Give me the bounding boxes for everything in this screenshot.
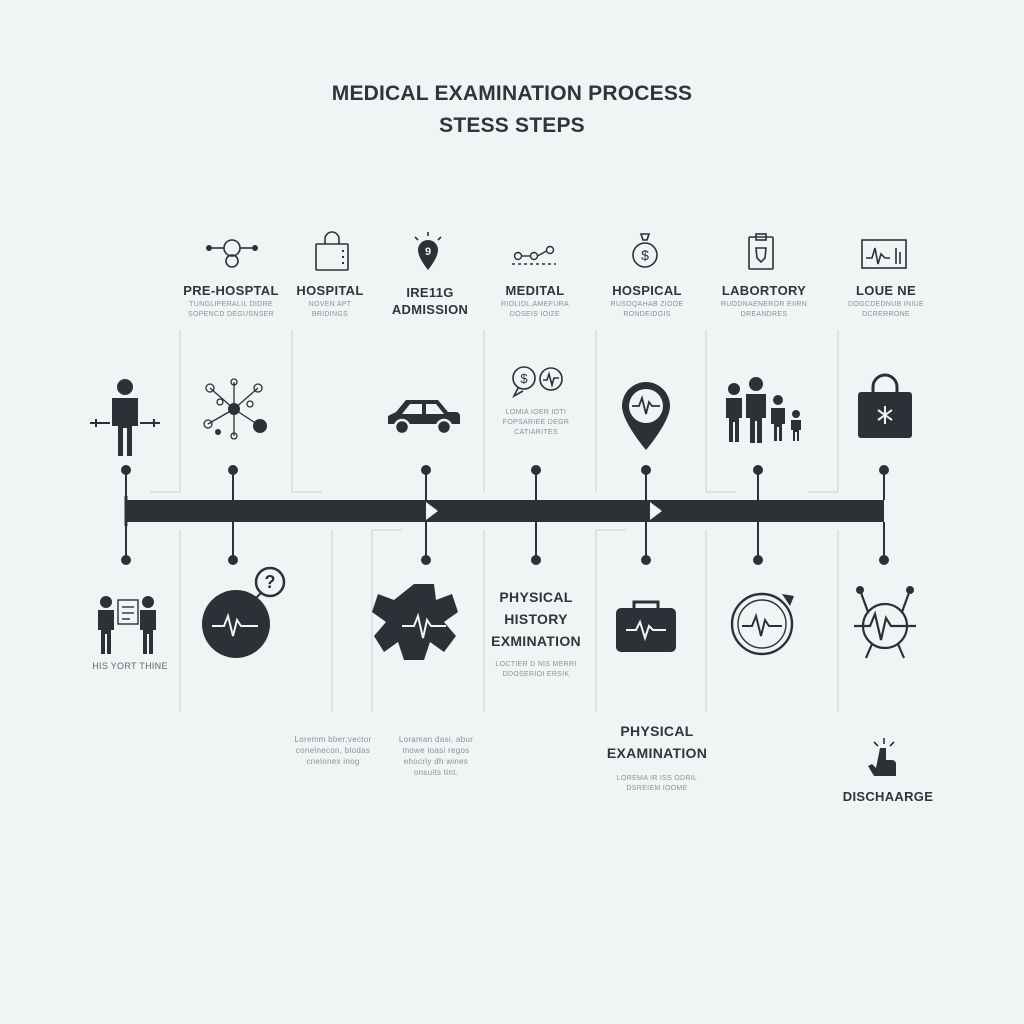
shopping-bag-icon	[315, 231, 349, 271]
step-caption-hospital: NOVEN APT BRIDINGS	[308, 301, 352, 318]
heartbeat-pin-icon	[622, 382, 670, 450]
location-pin-icon: 9	[414, 232, 442, 270]
network-icon	[512, 245, 556, 265]
doctors-consult-icon	[98, 596, 156, 654]
step-label-physical-history: PHYSICAL HISTORY EXMINATION	[491, 589, 581, 649]
connector-dot-bottom-4	[641, 555, 651, 565]
molecule-icon	[206, 239, 258, 268]
step-label-admission: IRE11G ADMISSION	[391, 285, 469, 317]
clipboard-icon	[748, 233, 774, 270]
connector-dot-bottom-1	[228, 555, 238, 565]
step-label-medital: MEDITAL	[505, 283, 565, 298]
person-icon	[90, 379, 160, 456]
connector-dot-top-1	[228, 465, 238, 475]
step-label-history-thine: HIS YORT THINE	[92, 661, 168, 671]
svg-text:$: $	[641, 247, 649, 263]
medital-detail-caption: LOMIA IOER IOTI FOPSARIEE DEGR CATIARITE…	[502, 409, 570, 436]
step-label-hospical: HOSPICAL	[612, 283, 682, 298]
molecule-cluster-icon	[203, 378, 267, 440]
connector-dot-bottom-0	[121, 555, 131, 565]
dollar-bag-icon: $	[632, 233, 658, 268]
step-caption-physical-examination: LOREMA IR ISS ODRIL DSREIEM IOOME	[616, 775, 698, 792]
family-icon	[726, 377, 801, 443]
step-caption-labortory: RUODNAENEROR EIIRN DREANDRES	[720, 301, 808, 318]
medical-case-icon	[616, 600, 676, 652]
heartbeat-star-icon	[372, 584, 458, 660]
connector-dot-bottom-6	[879, 555, 889, 565]
connector-dot-bottom-2	[421, 555, 431, 565]
connector-dot-top-2	[421, 465, 431, 475]
heartbeat-circle-icon	[730, 592, 794, 656]
step-label-discharge: DISCHAARGE	[842, 789, 934, 804]
connector-dot-top-4	[641, 465, 651, 475]
step-label-loue-ne: LOUE NE	[856, 283, 916, 298]
page-title: MEDICAL EXAMINATION PROCESS	[331, 82, 693, 105]
svg-text:$: $	[520, 371, 528, 386]
car-icon	[388, 400, 460, 436]
connector-dot-top-6	[879, 465, 889, 475]
heartbeat-question-icon	[202, 566, 286, 658]
connector-dot-bottom-3	[531, 555, 541, 565]
step-caption-pre-hospital: TUNGLIPERALIL DIDRE SOPENCD DEGUSNSER	[187, 301, 274, 318]
step-label-pre-hospital: PRE-HOSPTAL	[183, 283, 279, 298]
note-left: Loremm bber;vector conelnecon, blodas cn…	[294, 735, 372, 766]
connector-dot-top-0	[121, 465, 131, 475]
step-label-physical-examination: PHYSICAL EXAMINATION	[606, 723, 708, 761]
connector-dot-bottom-5	[753, 555, 763, 565]
monitor-icon	[861, 239, 907, 269]
step-label-hospital: HOSPITAL	[296, 283, 364, 298]
step-caption-medital: RIOLIDL,AMEFURA DOSEIS IOIZE	[501, 301, 569, 318]
heartbeat-tools-icon	[854, 586, 916, 659]
step-label-labortory: LABORTORY	[721, 283, 807, 298]
connector-dot-top-5	[753, 465, 763, 475]
medical-bag-icon	[858, 373, 912, 438]
question-mark: ?	[264, 572, 276, 592]
timeline-chevron-0	[426, 502, 438, 520]
step-caption-loue-ne: DOGCDEDNUB INIUE DCRERRONE	[848, 301, 924, 318]
timeline-chevron-1	[650, 502, 662, 520]
speech-bubble-icon: $	[512, 366, 563, 398]
timeline-bar	[126, 500, 884, 522]
step-caption-physical-history: LOCTIER D NIS MERRI DDOSERIOI ERSIK	[495, 661, 577, 678]
page-subtitle: STESS STEPS	[439, 114, 585, 137]
note-right: Loraman dasi, abur mowe ioasi regos ehoc…	[398, 735, 474, 777]
svg-text:9: 9	[425, 246, 431, 258]
step-caption-hospical: RUSOQAHAB ZIOOE RONDEIDGIS	[610, 301, 684, 318]
connector-dot-top-3	[531, 465, 541, 475]
hand-click-icon	[868, 738, 896, 776]
